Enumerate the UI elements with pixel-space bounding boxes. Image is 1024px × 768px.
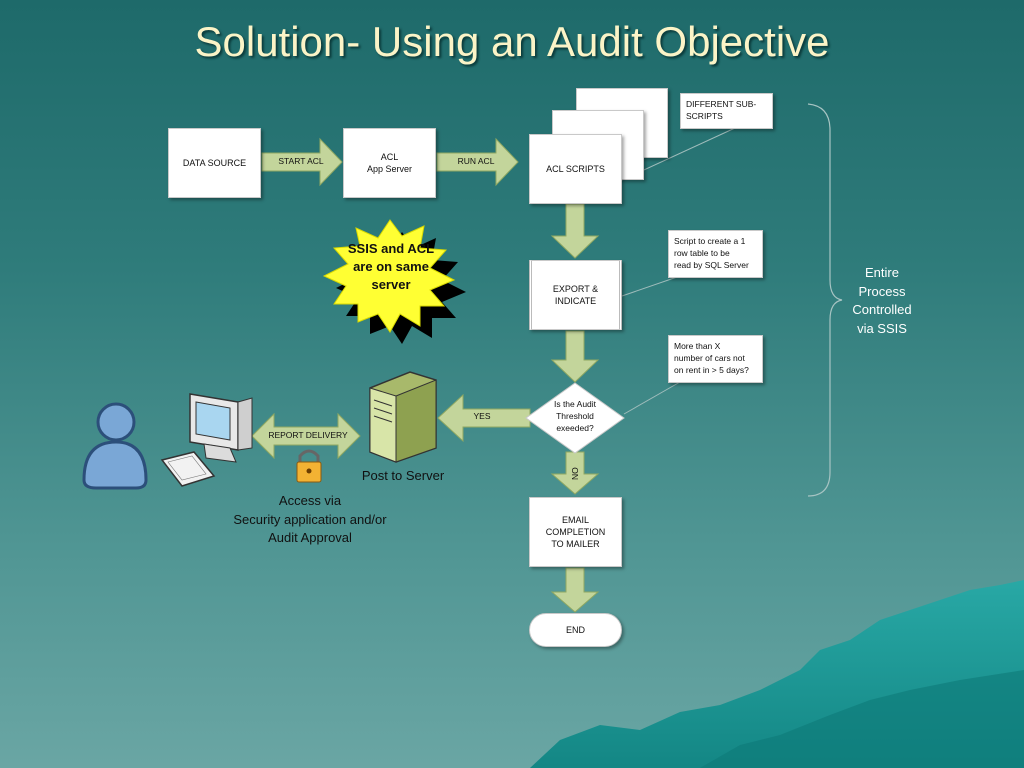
subscripts-note: DIFFERENT SUB- SCRIPTS xyxy=(680,93,773,129)
export-label-2: INDICATE xyxy=(554,296,597,306)
yes-arrow xyxy=(437,393,531,443)
email-to-end-arrow xyxy=(550,567,600,613)
starburst xyxy=(322,219,456,333)
lock-icon xyxy=(296,449,322,483)
email-completion-box[interactable]: EMAIL COMPLETION TO MAILER xyxy=(529,497,622,567)
start-acl-arrow xyxy=(261,137,343,187)
cars-line-2: number of cars not xyxy=(674,353,745,363)
keyboard-icon xyxy=(160,451,216,487)
decision-text: Is the Audit Threshold exeeded? xyxy=(526,398,624,434)
acl-server-label-1: ACL xyxy=(380,152,399,162)
run-acl-arrow xyxy=(436,137,519,187)
report-delivery-arrow xyxy=(251,412,361,460)
end-label: END xyxy=(565,625,585,635)
page-title: Solution- Using an Audit Objective xyxy=(194,18,830,65)
run-acl-label: RUN ACL xyxy=(457,156,495,166)
side-label-line-3: Controlled xyxy=(852,302,912,317)
cars-line-3: on rent in > 5 days? xyxy=(674,365,749,375)
export-to-decision-arrow xyxy=(550,330,600,383)
scripts-to-export-arrow xyxy=(550,203,600,259)
side-label-line-2: Process xyxy=(858,283,906,299)
access-line-2: Security application and/or xyxy=(233,511,387,527)
script-line-3: read by SQL Server xyxy=(674,260,749,270)
starburst-text: SSIS and ACL are on same server xyxy=(336,240,446,294)
email-label-2: TO MAILER xyxy=(551,539,600,549)
side-label-line-1: Entire xyxy=(865,265,899,280)
user-icon xyxy=(82,402,148,490)
script-line-1: Script to create a 1 xyxy=(674,236,746,246)
start-acl-label: START ACL xyxy=(278,156,324,166)
ssis-brace xyxy=(807,103,843,497)
cars-line-1: More than X xyxy=(674,341,721,351)
decision-line-3: exeeded? xyxy=(556,423,594,433)
report-delivery-label: REPORT DELIVERY xyxy=(268,430,348,440)
acl-scripts-box[interactable]: ACL SCRIPTS xyxy=(529,134,622,204)
computer-icon xyxy=(189,393,253,463)
access-line-3: Audit Approval xyxy=(268,530,352,545)
access-line-1: Access via xyxy=(278,493,342,508)
acl-app-server-box[interactable]: ACL App Server xyxy=(343,128,436,198)
decision-diamond xyxy=(525,382,625,454)
cars-note: More than X number of cars not on rent i… xyxy=(668,335,763,383)
export-label-1: EXPORT & xyxy=(552,284,599,294)
server-icon xyxy=(369,371,437,463)
starburst-line-2: are on same xyxy=(353,259,429,274)
starburst-line-1: SSIS and ACL xyxy=(347,241,435,256)
starburst-line-3: server xyxy=(371,277,411,292)
side-label-line-4: via SSIS xyxy=(857,320,907,336)
post-to-server-label: Post to Server xyxy=(361,468,445,483)
end-terminator[interactable]: END xyxy=(529,613,622,647)
no-arrow xyxy=(550,451,600,495)
yes-label: YES xyxy=(473,411,491,421)
subscripts-line-2: SCRIPTS xyxy=(686,111,723,121)
data-source-label: DATA SOURCE xyxy=(182,158,247,168)
ssis-side-label: Entire Process Controlled via SSIS xyxy=(840,264,924,338)
decision-line-1: Is the Audit xyxy=(553,399,597,409)
access-text: Access via Security application and/or A… xyxy=(200,492,420,548)
acl-scripts-label: ACL SCRIPTS xyxy=(546,164,605,174)
data-source-box[interactable]: DATA SOURCE xyxy=(168,128,261,198)
decision-line-2: Threshold xyxy=(556,411,594,421)
export-indicate-box[interactable]: EXPORT & INDICATE xyxy=(529,260,622,330)
script-line-2: row table to be xyxy=(674,248,730,258)
script-note: Script to create a 1 row table to be rea… xyxy=(668,230,763,278)
subscripts-line-1: DIFFERENT SUB- xyxy=(686,99,757,109)
acl-server-label-2: App Server xyxy=(366,164,413,174)
email-label-1: EMAIL COMPLETION xyxy=(545,515,606,537)
